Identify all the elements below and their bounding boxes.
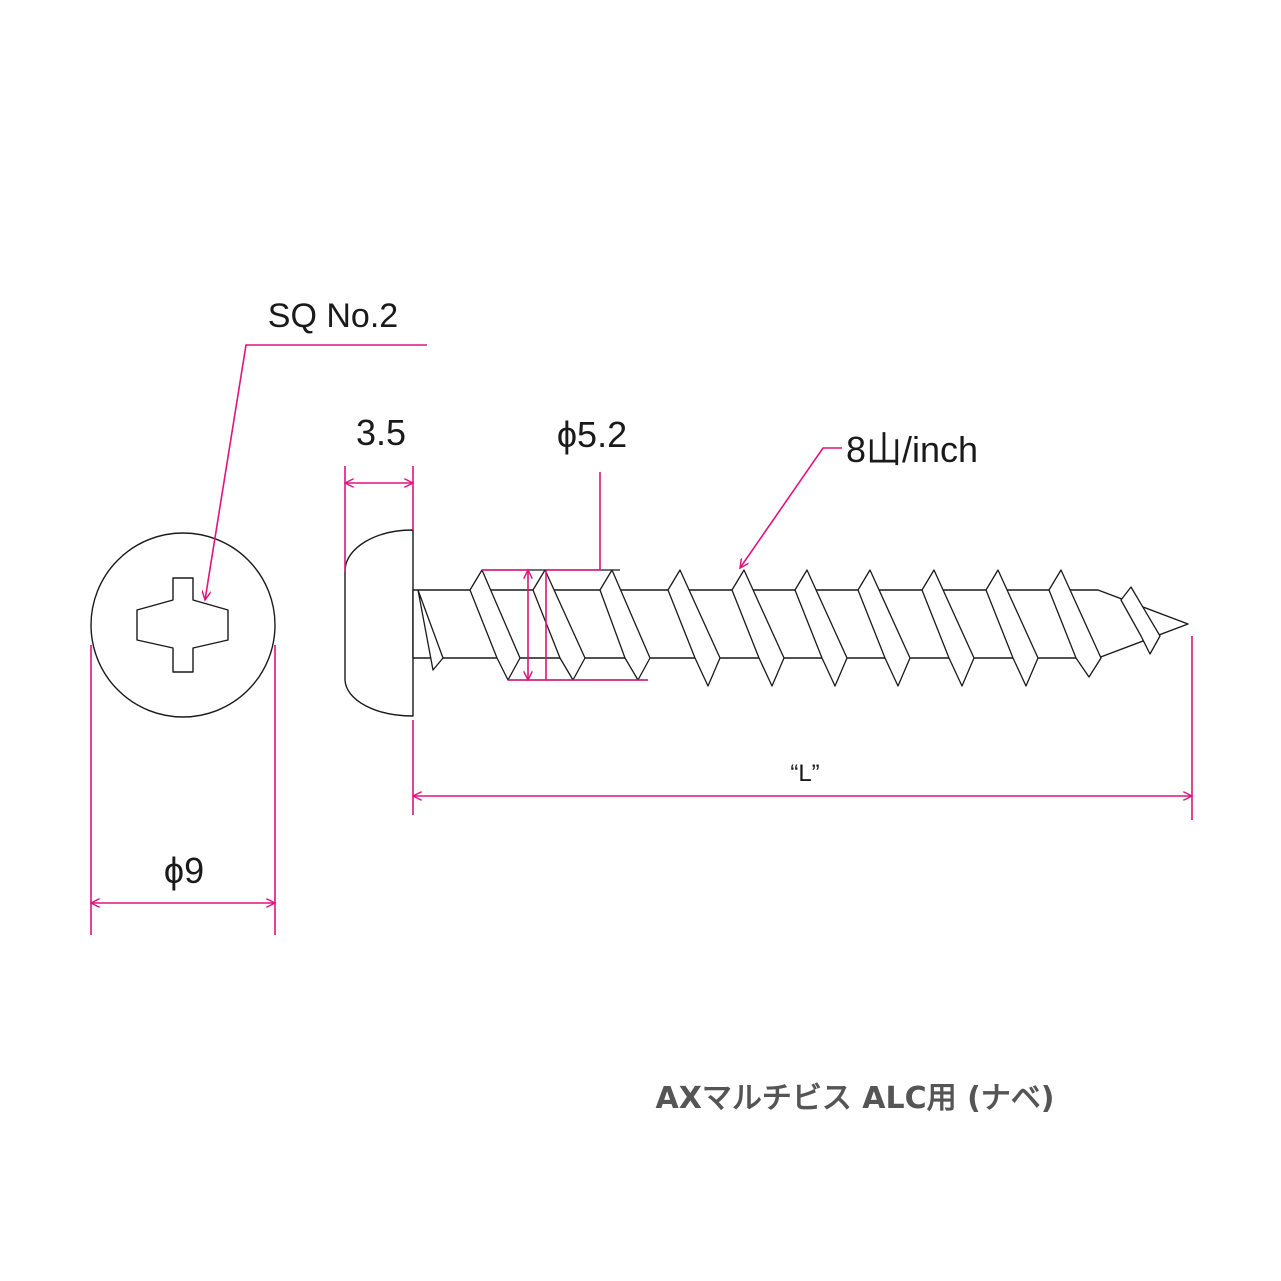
head-height-dimension — [345, 466, 413, 572]
head-diameter-dimension — [91, 645, 275, 935]
square-drive-recess-icon — [136, 577, 229, 673]
thread-crest — [417, 589, 444, 671]
threads — [417, 569, 1161, 687]
head-diameter-label: ϕ9 — [164, 850, 204, 891]
pan-head — [344, 529, 414, 717]
thread-crest — [469, 569, 521, 681]
shank-diameter-label: ϕ5.2 — [557, 414, 627, 455]
shank-diameter-dimension — [482, 472, 648, 680]
screw-side-view — [344, 529, 1189, 717]
head-top-view — [90, 532, 276, 718]
thread-crest — [599, 569, 651, 681]
thread-pitch-label: 8山/inch — [846, 429, 978, 470]
thread-pitch-leader — [740, 447, 842, 568]
length-dimension — [413, 636, 1192, 820]
length-label: “L” — [790, 760, 819, 787]
thread-crest — [1048, 569, 1102, 678]
thread-crest — [985, 569, 1039, 687]
drive-label: SQ No.2 — [268, 297, 398, 335]
product-caption: AXマルチビス ALC用 (ナベ) — [655, 1081, 1054, 1116]
thread-crest — [794, 569, 848, 687]
thread-crest — [667, 569, 721, 687]
thread-crest — [1120, 586, 1161, 655]
head-height-label: 3.5 — [356, 412, 406, 453]
thread-crest — [731, 569, 785, 687]
drive-leader — [205, 344, 427, 600]
thread-crest — [921, 569, 975, 687]
thread-crest — [857, 569, 911, 687]
